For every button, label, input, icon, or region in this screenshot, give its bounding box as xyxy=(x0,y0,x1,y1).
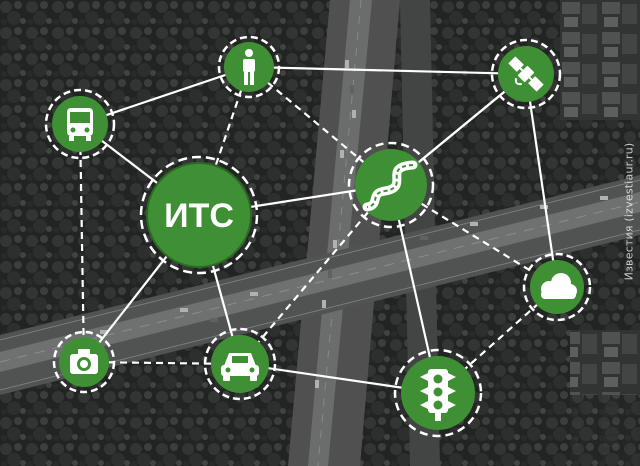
road-node xyxy=(347,141,435,229)
its-hub-node: ИТС xyxy=(139,155,259,275)
satellite-node xyxy=(490,38,562,110)
road-icon xyxy=(362,160,418,212)
bus-node xyxy=(44,88,116,160)
link-bus-pedestrian xyxy=(79,65,250,126)
photo-credit: Известия (izvestiaur.ru) xyxy=(622,142,636,281)
link-pedestrian-its xyxy=(197,66,251,216)
link-pedestrian-road xyxy=(248,66,392,186)
link-road-car xyxy=(239,184,392,365)
bus-icon xyxy=(67,108,93,141)
traffic-light-icon xyxy=(420,369,456,421)
car-icon xyxy=(221,353,259,381)
camera-node xyxy=(52,330,116,394)
pedestrian-node xyxy=(217,35,281,99)
its-hub-label: ИТС xyxy=(164,197,234,235)
link-pedestrian-satellite xyxy=(248,65,527,76)
cloud-node xyxy=(522,252,592,322)
camera-icon xyxy=(70,349,98,374)
pedestrian-icon xyxy=(243,49,255,85)
link-bus-camera xyxy=(78,123,86,363)
traffic-light-node xyxy=(393,348,483,438)
cloud-icon xyxy=(541,273,577,299)
satellite-icon xyxy=(508,56,544,92)
link-camera-car xyxy=(83,360,241,366)
car-node xyxy=(203,327,277,401)
link-satellite-cloud xyxy=(524,73,559,288)
